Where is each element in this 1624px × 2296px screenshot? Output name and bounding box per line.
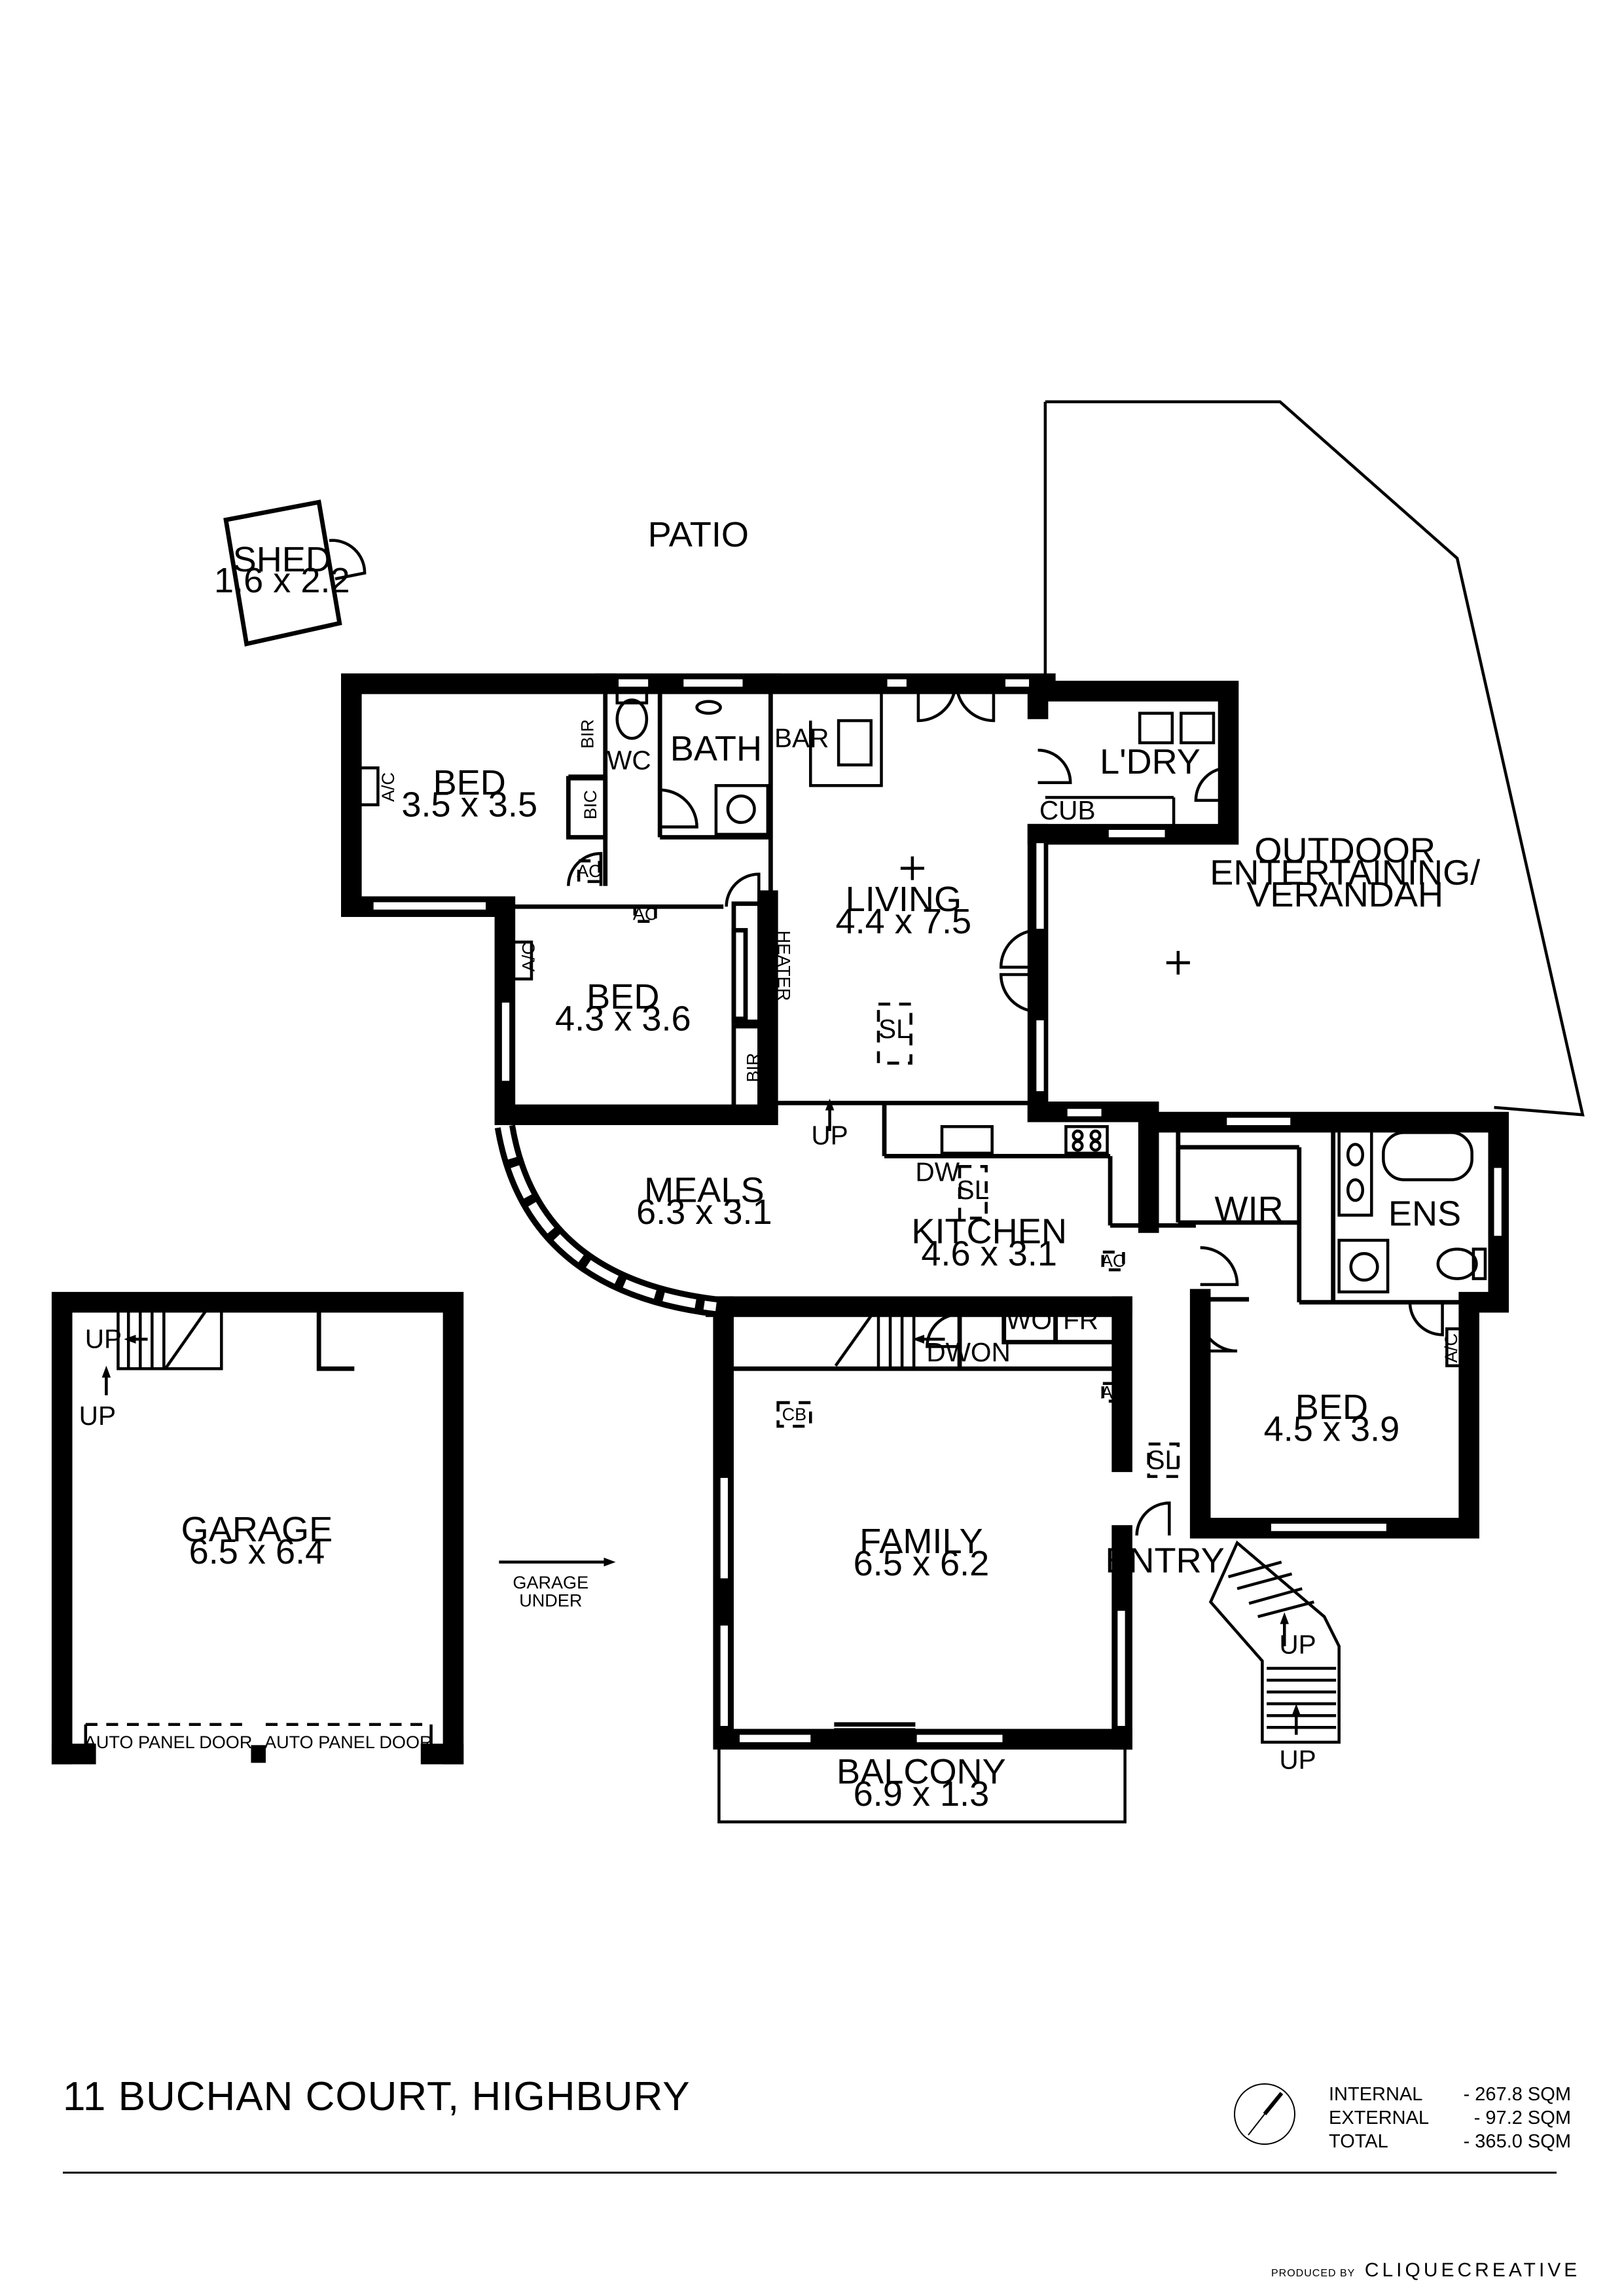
family-label: FAMILY (859, 1522, 983, 1561)
area-row-total: TOTAL - 365.0 SQM (1329, 2130, 1571, 2153)
kitchen-label: KITCHEN (911, 1211, 1067, 1251)
up-label-3: UP (79, 1401, 116, 1431)
laundry-label: L'DRY (1100, 742, 1200, 781)
cub-label: CUB (1039, 795, 1096, 825)
bath-label: BATH (670, 729, 762, 768)
ac-unit-label-3: A/C (1441, 1333, 1461, 1363)
arrows (101, 1098, 1301, 1735)
ens-label: ENS (1388, 1194, 1461, 1233)
outdoor-label-3: VERANDAH (1246, 875, 1443, 914)
garage-under-label-2: UNDER (519, 1590, 582, 1610)
door-swings (567, 683, 1444, 1733)
family-dims: 6.5 x 6.2 (854, 1544, 990, 1583)
outdoor-label-1: OUTDOOR (1254, 831, 1435, 870)
balcony-label: BALCONY (837, 1752, 1006, 1791)
sl-label-3: SL (1147, 1445, 1180, 1475)
sl-label-2: SL (957, 1175, 990, 1205)
brand-logo-text: CLIQUECREATIVE (1364, 2259, 1581, 2281)
outdoor-label-2: ENTERTAINING/ (1210, 853, 1481, 892)
shed-label: SHED (233, 540, 331, 579)
bir-label-2: BIR (743, 1053, 763, 1083)
ac-label-2: AC (633, 905, 658, 924)
ac-label-1: AC (577, 861, 602, 881)
sl-label-1: SL (878, 1014, 911, 1044)
bed3-label: BED (1295, 1388, 1368, 1427)
area-value: - 365.0 SQM (1463, 2131, 1571, 2152)
shed-dims: 1.6 x 2.2 (214, 561, 350, 600)
area-value: - 97.2 SQM (1473, 2108, 1571, 2128)
garage-under-label-1: GARAGE (513, 1573, 588, 1592)
fixture-labels: BIR BIC BIR A/C A/C A/C HEATER AC AC AC … (79, 719, 1461, 1775)
wo-label: WO (1006, 1304, 1052, 1335)
balcony-outline (717, 1739, 1127, 1823)
garage-label: GARAGE (181, 1510, 333, 1549)
footer-divider (63, 2172, 1557, 2174)
interior-partitions (316, 683, 1499, 1371)
producer-credit: PRODUCED BY CLIQUECREATIVE (1271, 2259, 1580, 2282)
dwon-label: DWON (926, 1337, 1010, 1367)
property-address: 11 BUCHAN COURT, HIGHBURY (63, 2074, 691, 2119)
outdoor-entertaining-outline (1043, 400, 1585, 1117)
bed2-dims: 4.3 x 3.6 (555, 999, 691, 1039)
bed2-label: BED (586, 977, 659, 1016)
fr-label: FR (1063, 1304, 1098, 1335)
ac-unit-label-2: A/C (518, 942, 538, 971)
up-label-5: UP (1279, 1744, 1316, 1774)
credit-prefix: PRODUCED BY (1271, 2268, 1356, 2279)
heater-label: HEATER (774, 931, 794, 1001)
ac-label-3: AC (1101, 1251, 1126, 1271)
area-row-external: EXTERNAL - 97.2 SQM (1329, 2106, 1571, 2130)
entry-label: ENTRY (1105, 1541, 1224, 1580)
area-summary: INTERNAL - 267.8 SQM EXTERNAL - 97.2 SQM… (1329, 2083, 1571, 2153)
ac-unit-label-1: A/C (378, 772, 398, 802)
up-label-1: UP (811, 1120, 848, 1150)
bed1-label: BED (433, 763, 506, 802)
ac-label-4: AC (1101, 1382, 1126, 1402)
meals-curved-wall (494, 1124, 717, 1318)
bar-label: BAR (774, 723, 829, 753)
bed3-dims: 4.5 x 3.9 (1264, 1410, 1400, 1449)
shed: SHED 1.6 x 2.2 (214, 499, 367, 647)
living-dims: 4.4 x 7.5 (836, 902, 972, 941)
area-label: TOTAL (1329, 2131, 1388, 2152)
living-label: LIVING (846, 880, 962, 919)
bed1-dims: 3.5 x 3.5 (401, 785, 537, 825)
meals-label: MEALS (644, 1170, 765, 1210)
dw-label: DW (915, 1157, 960, 1187)
auto-panel-door-label-1: AUTO PANEL DOOR (84, 1732, 253, 1752)
patio-label: PATIO (648, 515, 749, 554)
wc-label: WC (607, 745, 651, 775)
up-label-4: UP (1279, 1629, 1316, 1659)
area-label: EXTERNAL (1329, 2108, 1430, 2128)
area-value: - 267.8 SQM (1463, 2084, 1571, 2105)
area-row-internal: INTERNAL - 267.8 SQM (1329, 2083, 1571, 2106)
wir-label: WIR (1215, 1190, 1284, 1229)
area-label: INTERNAL (1329, 2084, 1423, 2105)
balcony-dims: 6.9 x 1.3 (854, 1774, 990, 1814)
up-label-2: UP (85, 1324, 122, 1354)
garage-dims: 6.5 x 6.4 (189, 1532, 325, 1571)
room-labels: BED 3.5 x 3.5 BED 4.3 x 3.6 BATH WC LIVI… (181, 729, 1481, 1814)
north-compass-icon (1234, 2083, 1295, 2145)
kitchen-dims: 4.6 x 3.1 (921, 1234, 1057, 1273)
fixture-drawings (359, 689, 1487, 1479)
garage-walls (51, 1291, 464, 1765)
meals-dims: 6.3 x 3.1 (636, 1193, 772, 1232)
bic-label: BIC (581, 790, 600, 819)
bir-label-1: BIR (578, 719, 598, 749)
auto-panel-door-label-2: AUTO PANEL DOOR (264, 1732, 433, 1752)
cb-label: CB (782, 1405, 807, 1424)
